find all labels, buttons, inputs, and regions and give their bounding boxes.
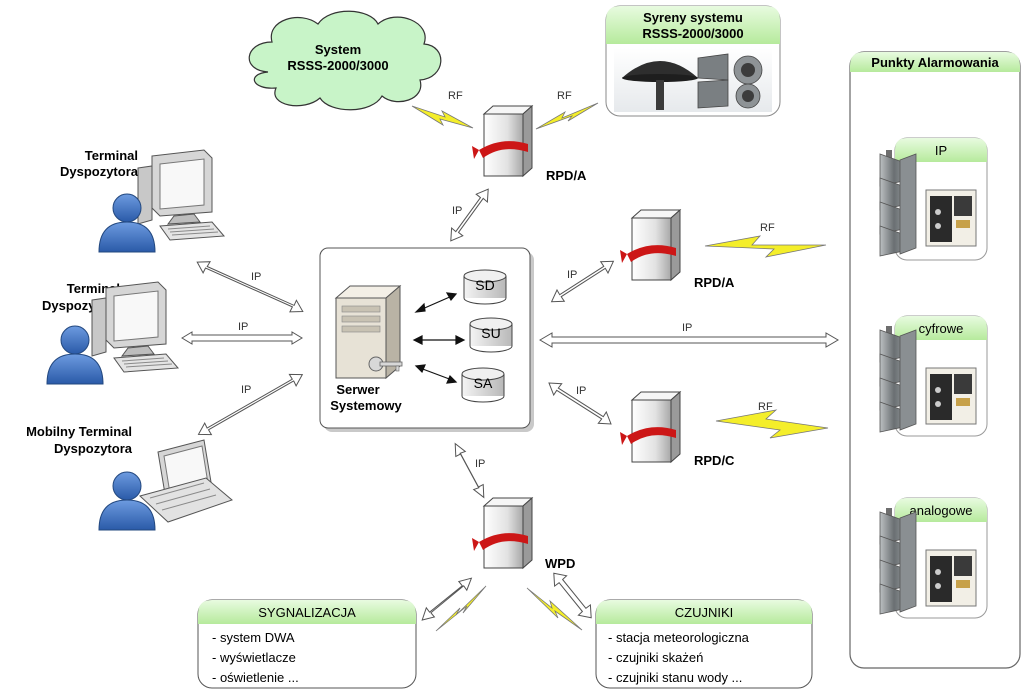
- signaling-item: - wyświetlacze: [212, 650, 296, 665]
- terminal-dispatcher-1: Terminal Dyspozytora: [60, 148, 225, 253]
- alarm-siren-digital: [879, 325, 917, 433]
- key-icon: [368, 356, 403, 372]
- rf-bolt-wpd-sensors: [526, 587, 583, 631]
- signaling-box: SYGNALIZACJA - system DWA - wyświetlacze…: [197, 599, 417, 689]
- terminal-1-label-line2: Dyspozytora: [60, 164, 139, 179]
- ip-link-server-rpd-a: [550, 260, 615, 303]
- ip-label-terminal3: IP: [241, 384, 251, 396]
- ip-link-terminal2-server: [181, 331, 303, 345]
- alarm-cabinet-analog: [925, 549, 977, 607]
- ip-link-server-rpd-c: [548, 382, 612, 425]
- alarm-group-analog: analogowe: [879, 497, 988, 619]
- ip-label-terminal2: IP: [238, 321, 248, 333]
- ip-link-terminal1-server: [196, 261, 304, 313]
- server-db-arrows: [412, 292, 466, 384]
- rack-server-icon: [471, 497, 533, 569]
- alarm-group-ip: IP: [879, 137, 988, 261]
- sensors-title: CZUJNIKI: [675, 605, 734, 620]
- node-rpd-top: RPD/A: [471, 105, 587, 183]
- signaling-item: - oświetlenie ...: [212, 670, 299, 685]
- ip-label-alarm-points: IP: [682, 322, 692, 334]
- signaling-title: SYGNALIZACJA: [258, 605, 356, 620]
- rf-bolt-rpd-c: [715, 409, 829, 439]
- cloud-shape: [248, 10, 442, 111]
- rf-label-cloud: RF: [448, 90, 463, 102]
- db-sd: SD: [463, 269, 507, 305]
- sirens-title-line2: RSSS-2000/3000: [642, 26, 743, 41]
- node-wpd-label: WPD: [545, 556, 575, 571]
- ip-link-wpd-sensors: [553, 572, 592, 619]
- node-rpd-c-label: RPD/C: [694, 453, 735, 468]
- alarm-group-digital-label: cyfrowe: [919, 321, 964, 336]
- server-label-line2: Systemowy: [330, 398, 402, 413]
- rack-server-icon: [619, 209, 681, 281]
- db-sd-label: SD: [475, 277, 494, 293]
- ip-link-server-alarm-points: [539, 332, 839, 348]
- computer-icon: [137, 149, 225, 241]
- terminal-dispatcher-2: Terminal Dyspozytora: [42, 281, 179, 385]
- rf-bolt-wpd-signaling: [435, 585, 487, 632]
- ip-label-rpd-top: IP: [452, 205, 462, 217]
- cloud-title-line1: System: [315, 42, 361, 57]
- ip-link-server-rpd-top: [450, 188, 489, 242]
- alarm-siren-analog: [879, 507, 917, 615]
- rf-label-rpd-a: RF: [760, 222, 775, 234]
- rf-bolt-rpd-a: [704, 235, 827, 258]
- sirens-title-line1: Syreny systemu: [643, 10, 743, 25]
- alarm-siren-ip: [879, 149, 917, 257]
- sirens-box: Syreny systemu RSSS-2000/3000: [605, 5, 781, 117]
- horn-siren-image: [697, 53, 763, 109]
- sensors-item: - stacja meteorologiczna: [608, 630, 750, 645]
- alarm-points-title: Punkty Alarmowania: [871, 55, 999, 70]
- rf-bolt-sirens-rpd: [535, 102, 599, 130]
- ip-label-rpd-c: IP: [576, 385, 586, 397]
- ip-link-wpd-signaling: [421, 577, 473, 621]
- ip-label-wpd: IP: [475, 458, 485, 470]
- laptop-icon: [139, 439, 233, 523]
- server-label-line1: Serwer: [336, 382, 379, 397]
- node-rpd-c: RPD/C: [619, 391, 735, 468]
- cloud-title-line2: RSSS-2000/3000: [287, 58, 388, 73]
- system-server-box: Serwer Systemowy SD SU SA: [319, 247, 534, 432]
- db-sa: SA: [461, 367, 505, 403]
- node-rpd-a-label: RPD/A: [694, 275, 735, 290]
- dome-siren-image: [622, 61, 698, 110]
- db-su-label: SU: [481, 325, 500, 341]
- node-wpd: WPD: [471, 497, 575, 571]
- ip-label-rpd-a: IP: [567, 269, 577, 281]
- node-rpd-a: RPD/A: [619, 209, 735, 290]
- rsss-system-cloud: System RSSS-2000/3000: [248, 10, 442, 111]
- alarm-group-analog-label: analogowe: [910, 503, 973, 518]
- terminal-1-label-line1: Terminal: [85, 148, 138, 163]
- terminal-3-label-line1: Mobilny Terminal: [26, 424, 132, 439]
- signaling-item: - system DWA: [212, 630, 295, 645]
- terminal-dispatcher-mobile: Mobilny Terminal Dyspozytora: [26, 424, 233, 531]
- db-su: SU: [469, 317, 513, 353]
- sensors-box: CZUJNIKI - stacja meteorologiczna - czuj…: [595, 599, 813, 689]
- ip-link-server-wpd: [454, 442, 485, 499]
- rack-server-icon: [471, 105, 533, 177]
- sensors-item: - czujniki skażeń: [608, 650, 703, 665]
- alarm-group-digital: cyfrowe: [879, 315, 988, 437]
- terminal-3-label-line2: Dyspozytora: [54, 441, 133, 456]
- rf-bolts: [411, 102, 829, 632]
- db-sa-label: SA: [474, 375, 493, 391]
- node-rpd-top-label: RPD/A: [546, 168, 587, 183]
- link-label-group: RF RF RF RF IP IP IP IP IP IP IP IP: [238, 90, 775, 470]
- alarm-cabinet-ip: [925, 189, 977, 247]
- alarm-group-ip-label: IP: [935, 143, 947, 158]
- ip-label-terminal1: IP: [251, 271, 261, 283]
- ip-link-terminal3-server: [197, 373, 304, 436]
- rf-label-sirens: RF: [557, 90, 572, 102]
- rf-label-rpd-c: RF: [758, 401, 773, 413]
- sensors-item: - czujniki stanu wody ...: [608, 670, 742, 685]
- alarm-points-panel: Punkty Alarmowania IP cyfrowe analogowe: [849, 51, 1021, 669]
- rf-bolt-cloud-rpd: [411, 105, 474, 129]
- rack-server-icon: [619, 391, 681, 463]
- link-arrows: [181, 188, 839, 621]
- alarm-cabinet-digital: [925, 367, 977, 425]
